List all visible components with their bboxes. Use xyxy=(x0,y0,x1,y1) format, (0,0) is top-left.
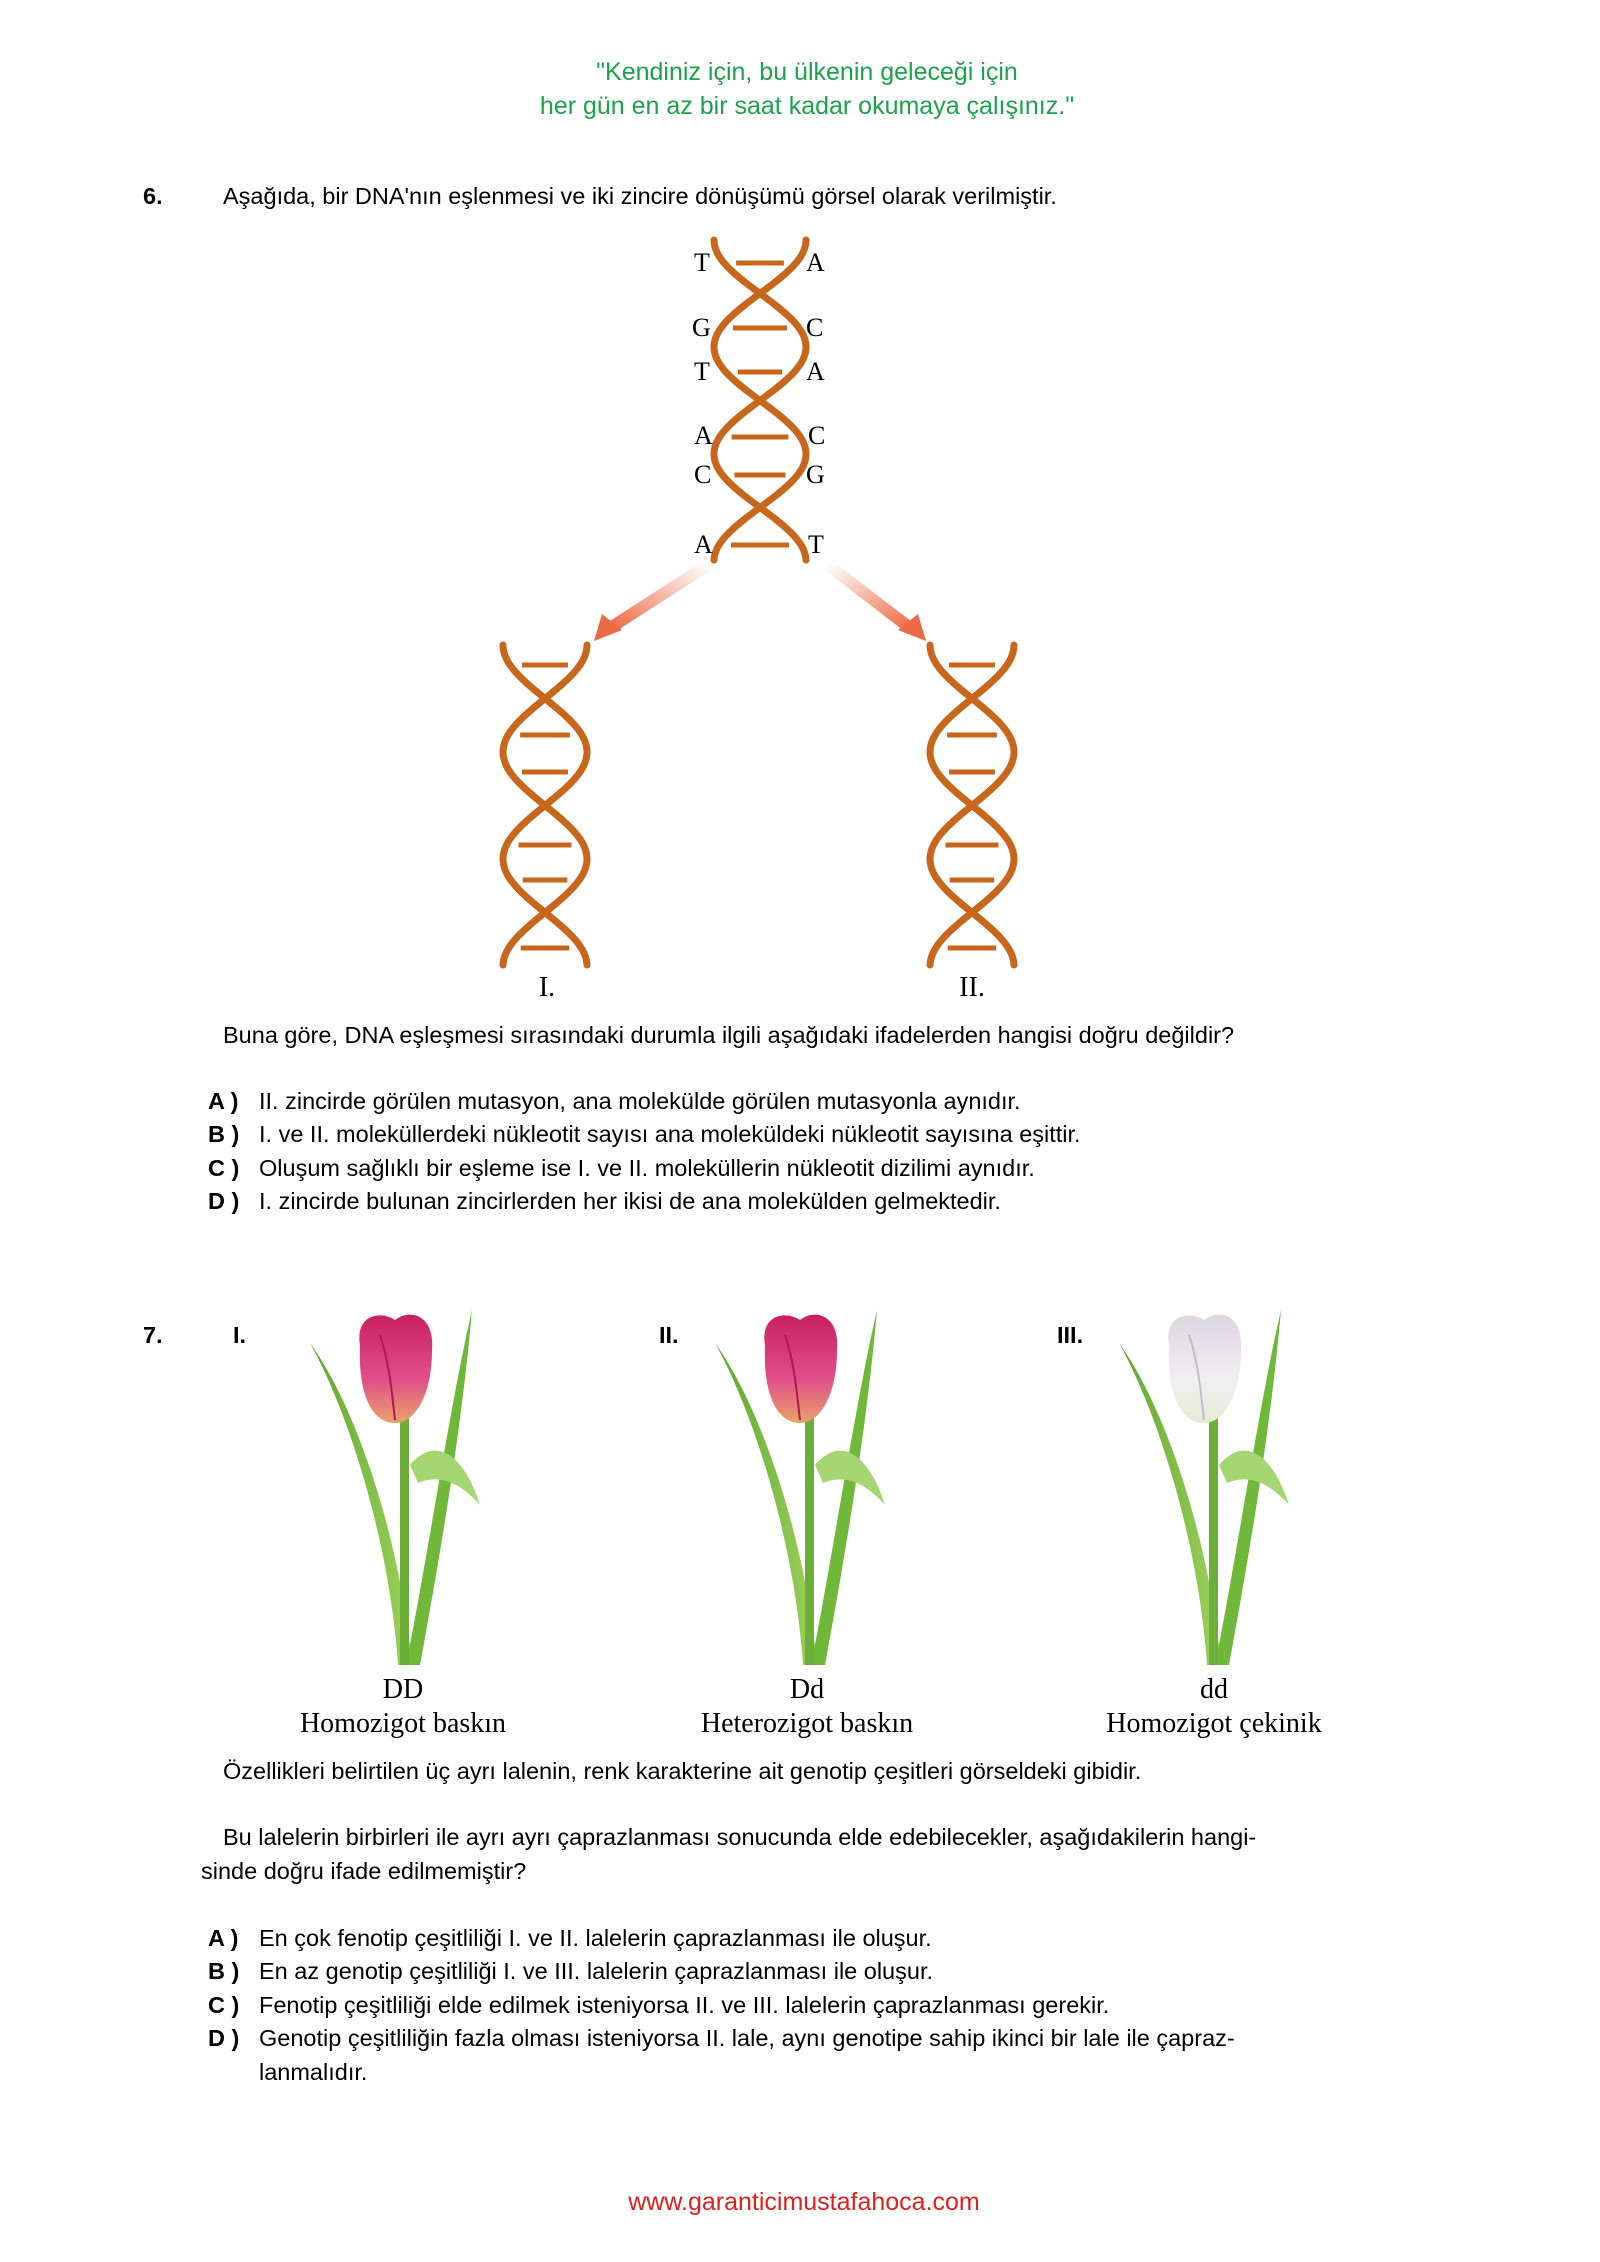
tulip-label-i: I. xyxy=(233,1322,247,1348)
option-letter: A ) xyxy=(208,1088,239,1114)
base-letter: A xyxy=(694,530,713,559)
dna-strand xyxy=(926,641,1018,969)
option-text: II. zincirde görülen mutasyon, ana molek… xyxy=(259,1088,1021,1114)
pink-tulip-image xyxy=(310,1310,480,1665)
option-text: I. ve II. moleküllerdeki nükleotit sayıs… xyxy=(259,1121,1081,1147)
question-7-number: 7. xyxy=(143,1322,163,1348)
question-7-prompt-line-2: sinde doğru ifade edilmemiştir? xyxy=(201,1858,527,1884)
molecule-label-ii: II. xyxy=(959,972,985,1003)
base-letter: G xyxy=(806,460,825,489)
genotype-label: Dd xyxy=(789,1674,825,1705)
motivational-quote-line-2: her gün en az bir saat kadar okumaya çal… xyxy=(539,92,1075,120)
question-6-stem: Aşağıda, bir DNA'nın eşlenmesi ve iki zi… xyxy=(223,183,1057,209)
genotype-label: DD xyxy=(382,1674,424,1705)
option-letter: A ) xyxy=(208,1925,239,1951)
genotype-description: Homozigot baskın xyxy=(299,1708,507,1739)
genotype-description: Homozigot çekinik xyxy=(1106,1708,1322,1739)
base-letter: C xyxy=(806,313,824,342)
base-letter: A xyxy=(806,357,825,386)
option-text: Oluşum sağlıklı bir eşleme ise I. ve II.… xyxy=(259,1155,1035,1181)
option-letter: D ) xyxy=(208,2025,240,2051)
daughter-helix-i xyxy=(499,641,591,969)
molecule-label-i: I. xyxy=(538,972,556,1003)
question-7-intro: Özellikleri belirtilen üç ayrı lalenin, … xyxy=(223,1758,1142,1784)
base-letter: T xyxy=(808,530,824,559)
pink-tulip-image xyxy=(715,1310,885,1665)
daughter-helix-ii xyxy=(926,641,1018,969)
genotype-label: dd xyxy=(1200,1674,1228,1705)
base-letter: A xyxy=(806,248,825,277)
tulip-label-iii: III. xyxy=(1057,1322,1084,1348)
option-letter: B ) xyxy=(208,1121,240,1147)
question-6-number: 6. xyxy=(143,183,163,209)
option-letter: B ) xyxy=(208,1958,240,1984)
footer-website-link[interactable]: www.garanticimustafahoca.com xyxy=(628,2188,980,2216)
left-arrow-shaft xyxy=(606,559,712,634)
left-arrow-head-icon xyxy=(594,614,622,641)
tulip-label-ii: II. xyxy=(659,1322,679,1348)
option-text: I. zincirde bulunan zincirlerden her iki… xyxy=(259,1188,1001,1214)
base-letter: A xyxy=(694,421,713,450)
white-tulip-image xyxy=(1119,1310,1289,1665)
option-letter: C ) xyxy=(208,1992,240,2018)
option-text-continuation: lanmalıdır. xyxy=(259,2059,368,2085)
option-text: Fenotip çeşitliliği elde edilmek isteniy… xyxy=(259,1992,1110,2018)
question-6-prompt: Buna göre, DNA eşleşmesi sırasındaki dur… xyxy=(223,1022,1235,1048)
parent-helix xyxy=(710,236,810,564)
option-letter: C ) xyxy=(208,1155,240,1181)
option-letter: D ) xyxy=(208,1188,240,1214)
right-arrow-shaft xyxy=(824,560,914,633)
base-letter: T xyxy=(694,248,710,277)
base-letter: G xyxy=(692,313,711,342)
option-text: En az genotip çeşitliliği I. ve III. lal… xyxy=(259,1958,933,1984)
base-letter: C xyxy=(694,460,712,489)
genotype-description: Heterozigot baskın xyxy=(700,1708,914,1739)
base-letter: C xyxy=(808,421,826,450)
question-7-prompt-line-1: Bu lalelerin birbirleri ile ayrı ayrı ça… xyxy=(223,1824,1257,1850)
dna-strand xyxy=(499,641,591,969)
option-text: Genotip çeşitliliğin fazla olması isteni… xyxy=(259,2025,1235,2051)
right-arrow-head-icon xyxy=(898,614,926,641)
base-letter: T xyxy=(694,357,710,386)
motivational-quote-line-1: "Kendiniz için, bu ülkenin geleceği için xyxy=(596,58,1018,86)
parent-dna-helix xyxy=(499,236,1018,969)
option-text: En çok fenotip çeşitliliği I. ve II. lal… xyxy=(259,1925,932,1951)
dna-strand xyxy=(710,236,810,564)
